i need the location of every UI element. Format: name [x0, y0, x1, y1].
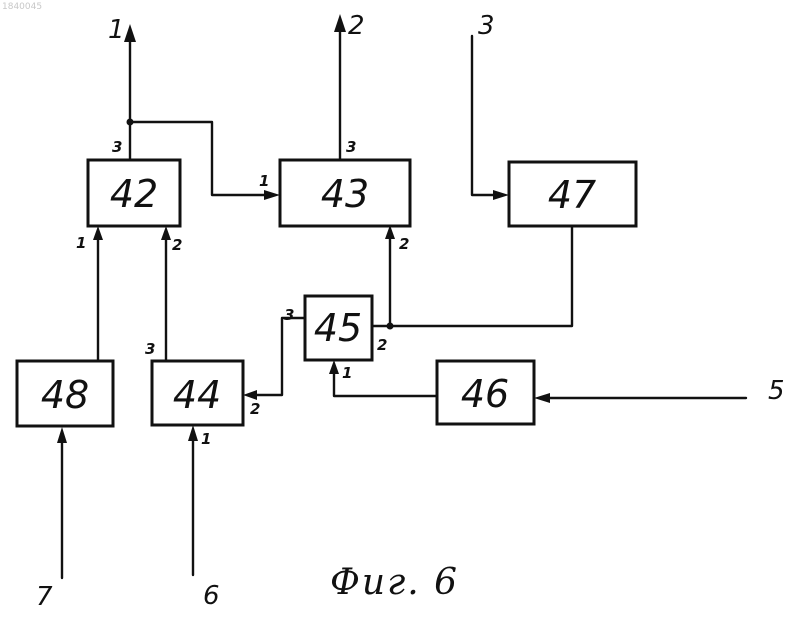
- block-45-label: 45: [314, 306, 362, 350]
- block-46-label: 46: [461, 372, 509, 416]
- block-46: 46: [437, 361, 534, 424]
- stamp-text: 1840045: [2, 2, 42, 12]
- port-44-1-label: 1: [201, 430, 211, 448]
- block-43-label: 43: [321, 172, 369, 216]
- port-43-2-label: 2: [399, 235, 409, 253]
- port-44-3-label: 3: [145, 340, 155, 358]
- port-43-1-label: 1: [259, 172, 269, 190]
- terminal-5-label: 5: [768, 376, 785, 406]
- block-43: 43: [280, 160, 410, 226]
- arrowhead-47-input: [493, 190, 509, 200]
- arrowhead-42-input-1: [93, 226, 103, 240]
- terminal-6-label: 6: [203, 581, 220, 611]
- port-42-3-label: 3: [112, 138, 122, 156]
- block-48: 48: [17, 361, 113, 426]
- port-45-2-label: 2: [377, 336, 387, 354]
- port-45-3-label: 3: [284, 306, 294, 324]
- block-48-label: 48: [41, 373, 89, 417]
- junction-dot-42-output: [127, 119, 134, 126]
- arrowhead-48-input: [57, 427, 67, 443]
- block-47: 47: [509, 162, 636, 226]
- block-42-label: 42: [110, 172, 158, 216]
- arrowhead-terminal-2: [334, 14, 346, 32]
- figure-caption: Фиг. 6: [330, 562, 459, 603]
- terminal-3-label: 3: [478, 11, 495, 41]
- arrowhead-44-input-1: [188, 425, 198, 441]
- terminal-7-label: 7: [36, 582, 53, 612]
- arrowhead-44-input-2: [243, 390, 257, 400]
- block-42: 42: [88, 160, 180, 226]
- port-43-3-label: 3: [346, 138, 356, 156]
- arrowhead-43-input-1: [264, 190, 280, 200]
- terminal-2-label: 2: [348, 11, 365, 41]
- junction-dot-45-node: [387, 323, 394, 330]
- arrowhead-45-input-1: [329, 360, 339, 374]
- arrowhead-terminal-1: [124, 24, 136, 42]
- port-44-2-label: 2: [250, 400, 260, 418]
- block-44: 44: [152, 361, 243, 425]
- arrowhead-46-input: [534, 393, 550, 403]
- block-45: 45: [305, 296, 372, 360]
- port-45-1-label: 1: [342, 364, 352, 382]
- block-47-label: 47: [548, 173, 596, 217]
- port-42-2-label: 2: [172, 236, 182, 254]
- block-44-label: 44: [173, 373, 221, 417]
- wire-45-to-44-input-2: [250, 318, 305, 395]
- wire-terminal-3-to-47: [472, 36, 502, 195]
- arrowhead-42-input-2: [161, 226, 171, 240]
- terminal-1-label: 1: [108, 15, 125, 45]
- port-42-1-label: 1: [76, 234, 86, 252]
